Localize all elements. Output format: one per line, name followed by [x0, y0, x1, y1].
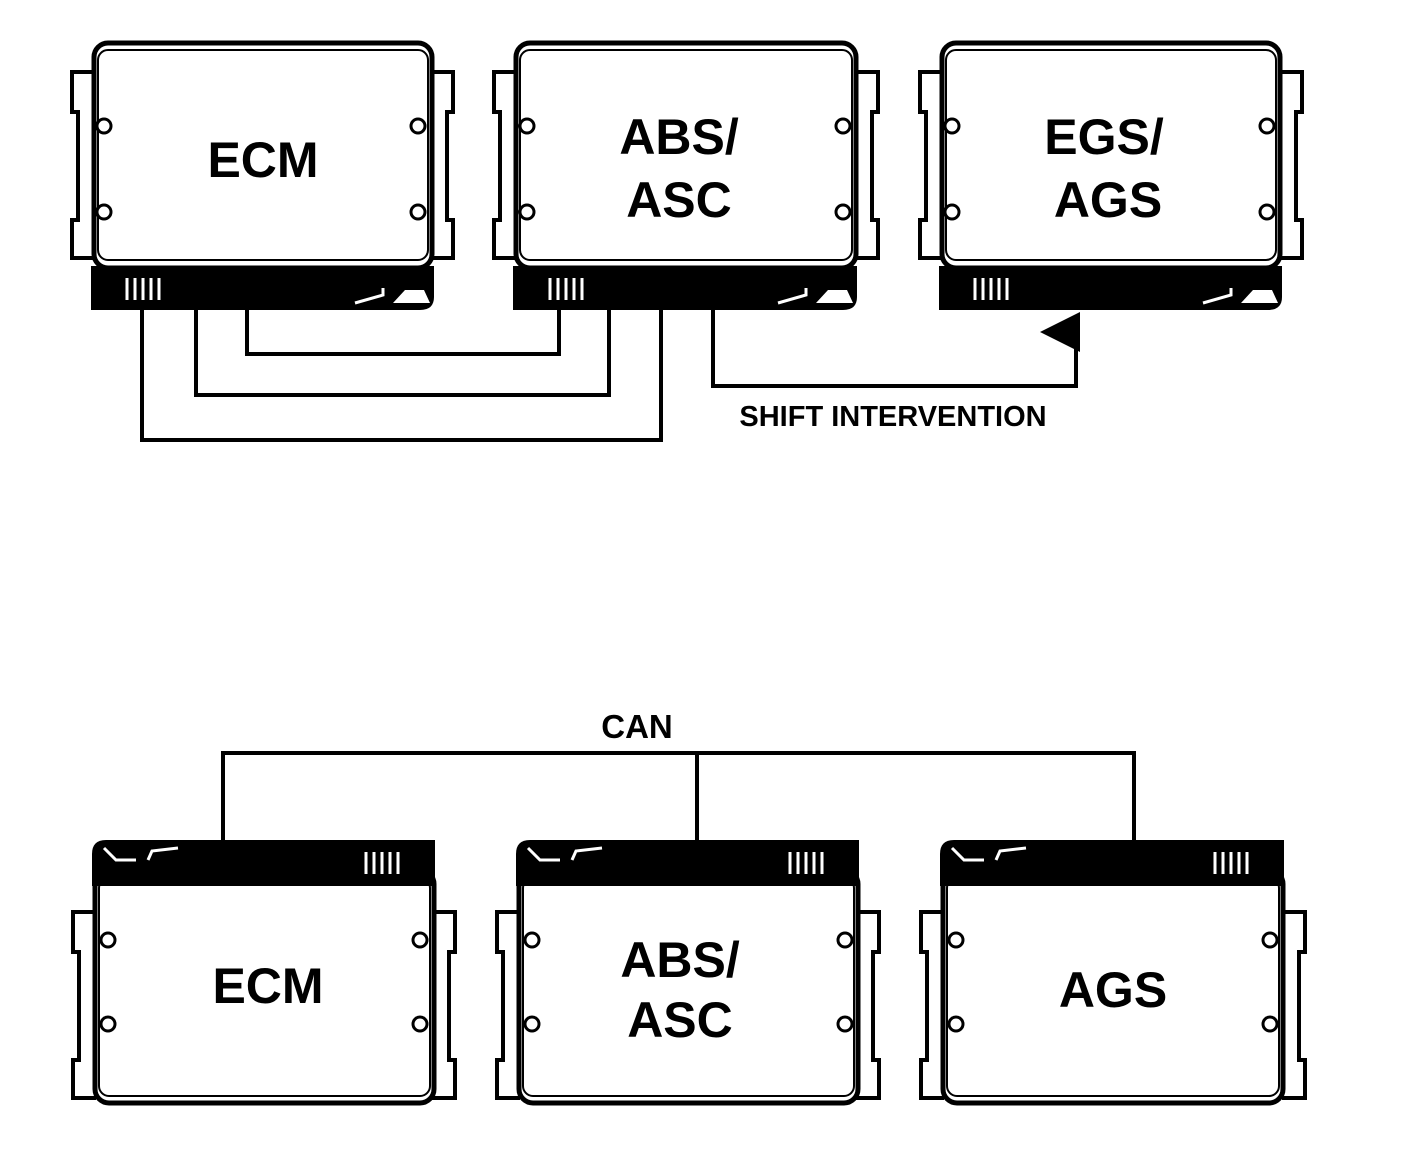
connector-strip — [516, 840, 859, 886]
connector-strip — [940, 840, 1284, 886]
shift-intervention-label: SHIFT INTERVENTION — [739, 401, 1046, 433]
module-label: ABS/ ASC — [619, 109, 752, 228]
top-module-abs-asc: ABS/ ASC — [492, 40, 880, 310]
module-label: ECM — [212, 958, 323, 1014]
shift-intervention-line: SHIFT INTERVENTION — [711, 310, 1080, 433]
top-row: ECM — [70, 40, 1304, 442]
module-label: AGS — [1059, 962, 1167, 1018]
can-bus: CAN — [221, 708, 1136, 840]
connector-strip — [513, 266, 857, 310]
bottom-module-ags: AGS — [919, 840, 1307, 1106]
connector-strip — [939, 266, 1282, 310]
connector-strip — [91, 266, 434, 310]
mounting-screw-icon — [95, 117, 427, 221]
bottom-module-ecm: ECM — [71, 840, 457, 1106]
mounting-screw-icon — [518, 117, 852, 221]
bottom-row: CAN — [71, 708, 1307, 1106]
mounting-screw-icon — [943, 117, 1276, 221]
top-module-egs-ags: EGS/ AGS — [918, 40, 1304, 310]
discrete-wiring — [140, 310, 663, 442]
mounting-screw-icon — [523, 931, 854, 1033]
module-label: EGS/ AGS — [1044, 109, 1177, 228]
mounting-screw-icon — [947, 931, 1279, 1033]
can-bus-label: CAN — [601, 708, 673, 745]
module-label: ECM — [207, 132, 318, 188]
bottom-module-abs-asc: ABS/ ASC — [495, 840, 881, 1106]
mounting-screw-icon — [99, 931, 429, 1033]
top-module-ecm: ECM — [70, 40, 455, 310]
module-label: ABS/ ASC — [620, 932, 753, 1048]
connector-strip — [92, 840, 435, 886]
